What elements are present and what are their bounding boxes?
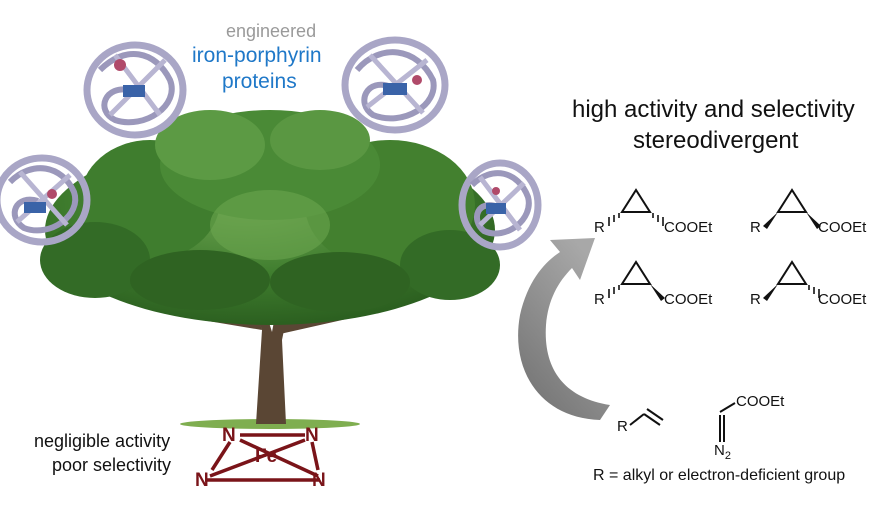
r-group-label: R: [594, 219, 605, 236]
tree-trunk: [250, 300, 290, 424]
tree-canopy: [40, 110, 500, 325]
porphyrin-n-label: N: [195, 470, 209, 491]
r-definition-label: R = alkyl or electron-deficient group: [593, 467, 846, 484]
cyclopropane-icon: [608, 260, 665, 301]
cyclopropane-icon: [763, 260, 820, 301]
protein-structure-icon: [0, 154, 91, 246]
proteins-label: proteins: [222, 70, 297, 93]
protein-structure-icon: [458, 159, 542, 251]
diazo-n2-label: N2: [714, 442, 731, 462]
iron-porphyrin-label: iron-porphyrin: [192, 44, 322, 67]
r-group-label: R: [594, 291, 605, 308]
cooet-label: COOEt: [664, 219, 713, 236]
porphyrin-n-label: N: [305, 425, 319, 446]
heading-line1: high activity and selectivity: [572, 96, 855, 123]
cyclopropane-icon: [608, 188, 664, 226]
diazo-icon: [719, 402, 736, 442]
r-group-label: R: [750, 291, 761, 308]
tree-image: [40, 110, 500, 429]
porphyrin-icon: [205, 433, 320, 482]
curved-arrow-icon: [518, 238, 610, 420]
poor-selectivity-label: poor selectivity: [52, 455, 172, 475]
alkene-icon: [629, 408, 664, 426]
engineered-label: engineered: [226, 21, 317, 41]
alkene-r-label: R: [617, 418, 628, 435]
porphyrin-n-label: N: [312, 470, 326, 491]
protein-structure-icon: [341, 36, 449, 134]
protein-structure-icon: [83, 41, 187, 139]
cooet-label: COOEt: [818, 219, 867, 236]
iron-center-label: Fe: [255, 446, 278, 467]
porphyrin-n-label: N: [222, 425, 236, 446]
diazo-cooet-label: COOEt: [736, 393, 785, 410]
heading-line2: stereodivergent: [633, 127, 799, 154]
cooet-label: COOEt: [664, 291, 713, 308]
r-group-label: R: [750, 219, 761, 236]
negligible-activity-label: negligible activity: [34, 431, 171, 451]
cyclopropane-icon: [763, 188, 821, 229]
cooet-label: COOEt: [818, 291, 867, 308]
